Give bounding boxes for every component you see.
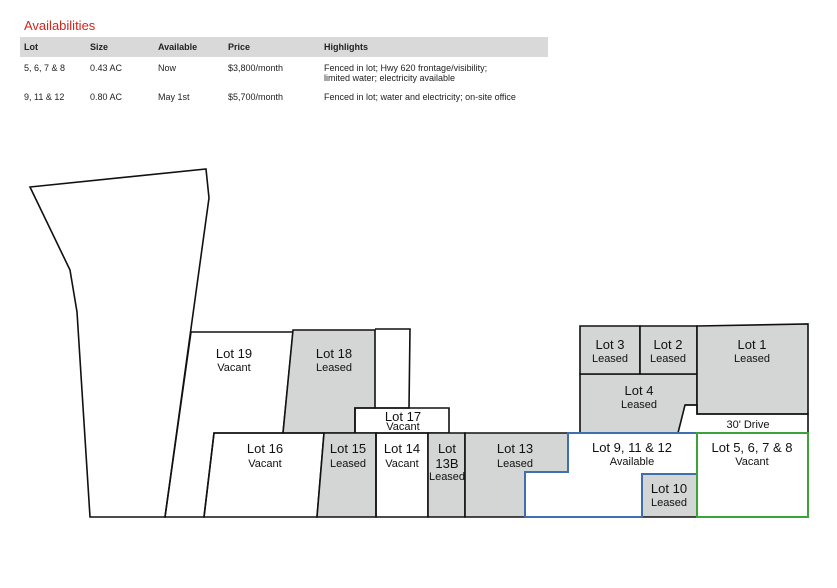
lot-9-11-12-name: Lot 9, 11 & 12 xyxy=(592,440,672,455)
cell-highlights: Fenced in lot; Hwy 620 frontage/visibili… xyxy=(324,63,488,83)
cell-price: $5,700/month xyxy=(228,92,284,102)
header-size: Size xyxy=(86,37,154,57)
lot-19-status: Vacant xyxy=(217,362,250,374)
lot-16-name: Lot 16 xyxy=(247,441,283,456)
cell-available: Now xyxy=(158,63,177,73)
lot-1-name: Lot 1 xyxy=(738,337,767,352)
lot-17-north-outline xyxy=(375,328,411,409)
lot-15-status: Leased xyxy=(330,458,366,470)
lot-13-name: Lot 13 xyxy=(497,441,533,456)
table-row: 9, 11 & 12 0.80 AC May 1st $5,700/month … xyxy=(20,89,548,102)
lot-17-name: Lot 17 xyxy=(385,409,421,424)
lot-18-status: Leased xyxy=(316,362,352,374)
lot-9-11-12-status: Available xyxy=(610,456,654,468)
lot-4-status: Leased xyxy=(621,399,657,411)
lot-10-name: Lot 10 xyxy=(651,481,687,496)
lot-3-status: Leased xyxy=(592,353,628,365)
lot-5-6-7-8-status: Vacant xyxy=(735,456,768,468)
lot-4-name: Lot 4 xyxy=(625,383,654,398)
header-available: Available xyxy=(154,37,224,57)
cell-lot: 9, 11 & 12 xyxy=(24,92,65,102)
lot-5-6-7-8-name: Lot 5, 6, 7 & 8 xyxy=(712,440,793,455)
lot-10-status: Leased xyxy=(651,497,687,509)
lot-14-status: Vacant xyxy=(385,458,418,470)
lot-13b-name: Lot xyxy=(438,441,456,456)
table-header-row: Lot Size Available Price Highlights xyxy=(20,37,548,57)
drive-label: 30' Drive xyxy=(726,419,769,431)
lot-14-name: Lot 14 xyxy=(384,441,420,456)
lot-13b-name-2: 13B xyxy=(435,456,458,471)
cell-available: May 1st xyxy=(158,92,190,102)
availabilities-table: Lot Size Available Price Highlights 5, 6… xyxy=(20,37,548,102)
cell-lot: 5, 6, 7 & 8 xyxy=(24,63,66,73)
west-tract-outline xyxy=(28,168,210,518)
cell-highlights: Fenced in lot; water and electricity; on… xyxy=(324,92,516,102)
cell-size: 0.80 AC xyxy=(90,92,123,102)
cell-size: 0.43 AC xyxy=(90,63,123,73)
header-price: Price xyxy=(224,37,320,57)
lot-13-status: Leased xyxy=(497,458,533,470)
header-lot: Lot xyxy=(20,37,86,57)
lot-1-status: Leased xyxy=(734,353,770,365)
lot-2-name: Lot 2 xyxy=(654,337,683,352)
lot-18-name: Lot 18 xyxy=(316,346,352,361)
lot-13b-status: Leased xyxy=(429,471,465,483)
table-row: 5, 6, 7 & 8 0.43 AC Now $3,800/month Fen… xyxy=(20,57,548,89)
lot-3-name: Lot 3 xyxy=(596,337,625,352)
header-highlights: Highlights xyxy=(320,37,548,57)
lot-15-name: Lot 15 xyxy=(330,441,366,456)
lot-16-status: Vacant xyxy=(248,458,281,470)
lot-2-status: Leased xyxy=(650,353,686,365)
cell-price: $3,800/month xyxy=(228,63,284,73)
lot-17-status: Vacant xyxy=(386,421,419,433)
availabilities-title: Availabilities xyxy=(24,18,96,33)
lot-19-name: Lot 19 xyxy=(216,346,252,361)
lot-5-6-7-8-shape xyxy=(696,432,809,518)
